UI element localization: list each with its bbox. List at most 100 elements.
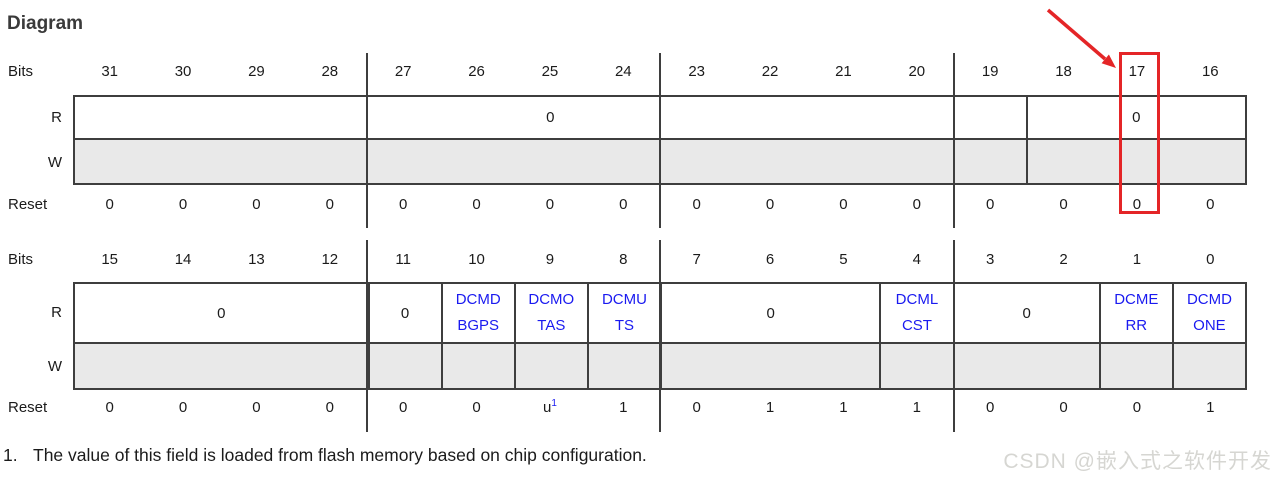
reserved-cell: 0 <box>367 284 441 342</box>
bit-number: 16 <box>1201 63 1219 80</box>
bit-number: 7 <box>692 251 701 268</box>
write-cell <box>879 344 952 388</box>
reset-value: 0 <box>545 196 555 213</box>
reset-value: 1 <box>765 399 775 416</box>
reset-value: 0 <box>399 399 408 416</box>
reset-value: 0 <box>619 196 628 213</box>
reserved-cell: 0 <box>546 109 555 126</box>
field-name-line: CST <box>901 317 932 334</box>
field-name-line: DCMD <box>1186 291 1232 308</box>
reset-value: 0 <box>178 196 188 213</box>
field-name-line: DCMD <box>455 291 501 308</box>
group-divider <box>659 53 661 228</box>
reset-value: 0 <box>765 196 775 213</box>
bit-number: 3 <box>986 251 995 268</box>
bit-number: 31 <box>101 63 119 80</box>
reset-label: Reset <box>8 399 48 416</box>
write-cell <box>1171 344 1245 388</box>
bit-number: 14 <box>174 251 192 268</box>
bits-label: Bits <box>8 251 34 268</box>
arrow-shaft <box>1046 8 1107 61</box>
reset-value: 0 <box>839 196 848 213</box>
reset-value: 0 <box>986 399 995 416</box>
bit-number: 10 <box>468 251 485 268</box>
bit-number: 12 <box>321 251 339 268</box>
bit-number: 25 <box>541 63 559 80</box>
reset-value: 1 <box>1206 399 1215 416</box>
field-name-line: BGPS <box>457 317 500 334</box>
write-cell <box>440 344 514 388</box>
bit-number: 24 <box>614 63 632 80</box>
reset-value: 0 <box>1206 196 1215 213</box>
footnote: 1.The value of this field is loaded from… <box>3 445 647 466</box>
reset-value: 0 <box>178 399 188 416</box>
write-cell <box>367 344 441 388</box>
read-label: R <box>51 108 62 126</box>
bits-label: Bits <box>8 63 34 80</box>
page-title: Diagram <box>7 13 84 34</box>
write-cell <box>1025 140 1245 183</box>
watermark: CSDN @嵌入式之软件开发 <box>1003 450 1272 473</box>
field-cell: DCMD BGPS <box>440 284 514 342</box>
read-label: R <box>51 304 62 321</box>
field-name-line: DCME <box>1114 291 1159 308</box>
reset-value: 1 <box>839 399 848 416</box>
field-name-line: DCMU <box>601 291 647 308</box>
write-cell <box>75 140 1026 183</box>
write-cell <box>1098 344 1172 388</box>
reset-value: 0 <box>986 196 995 213</box>
reset-value: 0 <box>325 399 334 416</box>
group-divider <box>365 240 368 432</box>
write-cell <box>952 344 1099 388</box>
bit-number: 6 <box>765 251 775 268</box>
bit-number: 29 <box>248 63 265 80</box>
write-cell <box>513 344 587 388</box>
reset-value: 0 <box>1132 196 1142 213</box>
reserved-cell: 0 <box>1025 97 1245 138</box>
bit-number: 13 <box>248 251 265 268</box>
reset-value: 0 <box>325 196 334 213</box>
footnote-ref: 1 <box>551 398 557 409</box>
bit-number: 5 <box>839 251 848 268</box>
bit-number: 17 <box>1128 63 1146 80</box>
reset-value: 0 <box>252 399 261 416</box>
bit-number: 19 <box>981 63 999 80</box>
bit-number: 21 <box>835 63 852 80</box>
reset-value: 0 <box>912 196 921 213</box>
write-cell <box>75 344 368 388</box>
reset-value: 1 <box>619 399 628 416</box>
reset-value: 0 <box>472 196 481 213</box>
bit-number: 2 <box>1059 251 1068 268</box>
reset-value: 1 <box>912 399 921 416</box>
reset-value: 0 <box>1059 196 1068 213</box>
reset-value: u1 <box>542 398 557 416</box>
reset-value: 0 <box>105 399 114 416</box>
bit-number: 8 <box>619 251 628 268</box>
group-divider <box>365 53 368 228</box>
reset-label: Reset <box>8 196 48 213</box>
reset-value: 0 <box>1059 399 1068 416</box>
bit-number: 23 <box>688 63 706 80</box>
field-name-line: DCML <box>895 291 939 308</box>
bit-number: 18 <box>1055 63 1072 80</box>
write-cell <box>586 344 660 388</box>
footnote-number: 1. <box>3 445 18 465</box>
reset-value: 0 <box>105 196 114 213</box>
group-divider <box>952 53 955 228</box>
reset-value: 0 <box>399 196 408 213</box>
bit-number: 28 <box>321 63 339 80</box>
bit17-highlight-box <box>1119 52 1160 214</box>
reset-value: 0 <box>692 196 701 213</box>
reserved-cell: 0 <box>217 304 226 322</box>
bit-number: 0 <box>1206 251 1215 268</box>
reset-value: 0 <box>252 196 261 213</box>
bit-number: 30 <box>174 63 192 80</box>
group-divider <box>952 240 955 432</box>
bit-number: 26 <box>468 63 485 80</box>
group-divider <box>659 240 661 432</box>
